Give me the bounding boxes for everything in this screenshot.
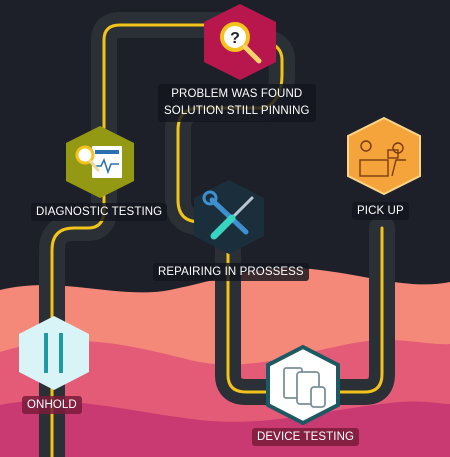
pickup-node xyxy=(347,116,421,196)
pause-icon xyxy=(44,333,63,373)
diagnostic-report-icon xyxy=(75,145,122,178)
devices-icon xyxy=(283,367,326,408)
wrench-screwdriver-icon xyxy=(202,190,254,240)
problem-label: PROBLEM WAS FOUND SOLUTION STILL PINNING xyxy=(158,84,316,122)
repair-label: REPAIRING IN PROSSESS xyxy=(153,263,309,281)
onhold-label: ONHOLD xyxy=(22,396,82,414)
pickup-label: PICK UP xyxy=(352,202,409,220)
magnifier-question-icon: ? xyxy=(220,22,262,64)
diagnostic-label: DIAGNOSTIC TESTING xyxy=(31,203,168,221)
device-node xyxy=(266,344,340,426)
device-label: DEVICE TESTING xyxy=(252,428,360,446)
svg-text:?: ? xyxy=(230,30,240,47)
onhold-node xyxy=(19,316,89,390)
diagnostic-node xyxy=(66,126,134,198)
repair-node xyxy=(194,180,264,254)
problem-node: ? xyxy=(204,4,276,80)
winding-road xyxy=(39,12,395,457)
pickup-counter-icon xyxy=(359,140,406,177)
problem-label-line2: SOLUTION STILL PINNING xyxy=(164,105,310,117)
problem-label-line1: PROBLEM WAS FOUND xyxy=(171,88,303,100)
